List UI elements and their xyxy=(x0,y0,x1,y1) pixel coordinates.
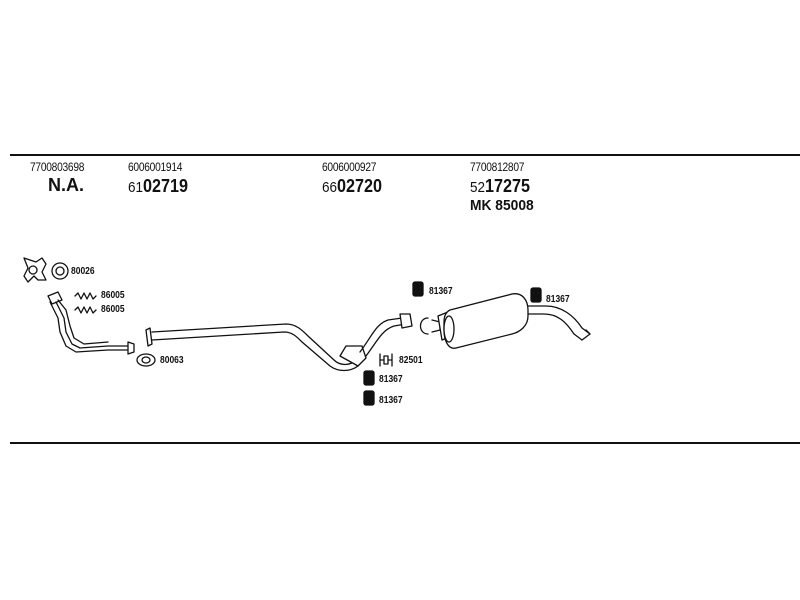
spring-icon-1 xyxy=(74,292,97,300)
rear-muffler xyxy=(437,293,591,349)
part-number-2-prefix: 61 xyxy=(128,179,144,196)
part-label-81367-a: 81367 xyxy=(429,286,453,297)
rubber-hanger-icon-3 xyxy=(363,370,375,386)
part-number-4-prefix: 52 xyxy=(470,179,486,196)
part-number-2: 6102719 xyxy=(128,176,188,197)
part-label-80026: 80026 xyxy=(71,266,95,277)
clip-icon-82501 xyxy=(379,353,393,367)
front-downpipe xyxy=(47,291,135,355)
top-divider xyxy=(10,154,800,156)
part-label-80063: 80063 xyxy=(160,355,184,366)
na-label: N.A. xyxy=(48,175,84,195)
rubber-hanger-icon-4 xyxy=(363,390,375,406)
bottom-divider xyxy=(10,442,800,444)
part-label-81367-c: 81367 xyxy=(379,374,403,385)
part-number-3-prefix: 66 xyxy=(322,179,338,196)
rubber-hanger-icon-1 xyxy=(412,281,424,297)
part-number-2-main: 02719 xyxy=(143,176,189,196)
ref-number-1: 7700803698 xyxy=(30,160,85,174)
part-label-82501: 82501 xyxy=(399,355,423,366)
ring-gasket-icon xyxy=(51,262,69,280)
spring-icon-2 xyxy=(74,306,97,314)
middle-pipe xyxy=(145,313,413,372)
ref-number-3: 6006000927 xyxy=(322,160,377,174)
part-number-3-main: 02720 xyxy=(337,176,383,196)
part-number-4: 5217275 xyxy=(470,176,530,197)
mk-number: MK 85008 xyxy=(470,197,534,214)
part-number-3: 6602720 xyxy=(322,176,382,197)
flange-gasket-icon xyxy=(136,353,156,367)
part-label-86005-a: 86005 xyxy=(101,290,125,301)
manifold-gasket-icon xyxy=(23,257,47,283)
part-label-81367-d: 81367 xyxy=(379,395,403,406)
part-number-4-main: 17275 xyxy=(485,176,531,196)
ref-number-2: 6006001914 xyxy=(128,160,183,174)
part-label-86005-b: 86005 xyxy=(101,304,125,315)
ref-number-4: 7700812807 xyxy=(470,160,525,174)
part-label-81367-b: 81367 xyxy=(546,294,570,305)
clamp-icon xyxy=(419,317,441,335)
rubber-hanger-icon-2 xyxy=(530,287,542,303)
